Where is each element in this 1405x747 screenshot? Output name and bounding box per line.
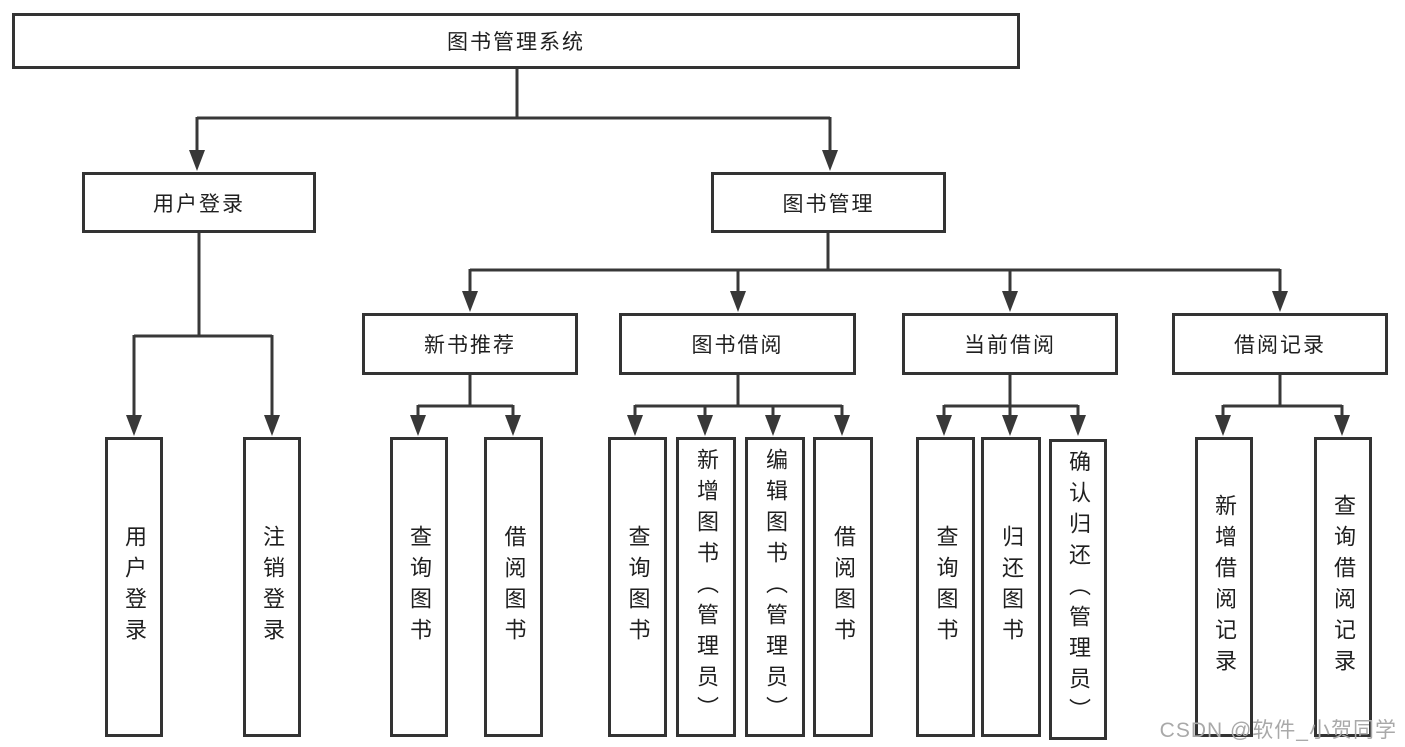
node-label: 查询图书 <box>625 525 651 649</box>
node-library-management-system: 图书管理系统 <box>12 13 1020 69</box>
node-label: 编辑图书（管理员） <box>763 447 788 727</box>
leaf-add-borrow-record: 新增借阅记录 <box>1195 437 1253 737</box>
node-label: 图书管理 <box>782 192 875 216</box>
node-label: 图书借阅 <box>691 334 784 357</box>
node-label: 借阅图书 <box>831 525 856 649</box>
leaf-return-book: 归还图书 <box>981 437 1041 737</box>
node-label: 用户登录 <box>153 192 245 216</box>
node-label: 查询借阅记录 <box>1331 494 1356 680</box>
leaf-borrow-books-recommend: 借阅图书 <box>484 437 543 737</box>
leaf-borrow-books-borrowing: 借阅图书 <box>813 437 873 737</box>
node-user-login: 用户登录 <box>82 172 316 233</box>
node-label: 新增借阅记录 <box>1212 494 1237 680</box>
arrow-down-icons <box>126 150 1350 436</box>
node-label: 注销登录 <box>260 525 285 649</box>
leaf-query-books-recommend: 查询图书 <box>390 437 448 737</box>
node-label: 借阅图书 <box>501 525 527 649</box>
leaf-user-login: 用户登录 <box>105 437 163 737</box>
node-label: 查询图书 <box>407 525 432 649</box>
node-label: 归还图书 <box>999 525 1024 649</box>
node-borrowing-records: 借阅记录 <box>1172 313 1388 375</box>
node-label: 确认归还（管理员） <box>1066 450 1091 729</box>
leaf-query-borrow-record: 查询借阅记录 <box>1314 437 1372 737</box>
leaf-add-book-admin: 新增图书（管理员） <box>676 437 736 737</box>
node-label: 当前借阅 <box>964 334 1056 357</box>
watermark-text: CSDN @软件_小贺同学 <box>1159 719 1397 742</box>
node-label: 借阅记录 <box>1234 334 1326 357</box>
leaf-logout: 注销登录 <box>243 437 301 737</box>
leaf-edit-book-admin: 编辑图书（管理员） <box>745 437 805 737</box>
connector-lines <box>132 69 1344 416</box>
leaf-query-books-current: 查询图书 <box>916 437 975 737</box>
leaf-query-books-borrowing: 查询图书 <box>608 437 667 737</box>
node-book-borrowing: 图书借阅 <box>619 313 856 375</box>
node-book-management: 图书管理 <box>711 172 946 233</box>
node-current-borrowing: 当前借阅 <box>902 313 1118 375</box>
node-label: 新增图书（管理员） <box>694 447 719 727</box>
node-label: 新书推荐 <box>424 334 516 357</box>
node-label: 用户登录 <box>122 525 147 649</box>
node-new-book-recommendation: 新书推荐 <box>362 313 578 375</box>
node-label: 图书管理系统 <box>447 31 585 54</box>
leaf-confirm-return-admin: 确认归还（管理员） <box>1049 439 1107 740</box>
node-label: 查询图书 <box>933 525 959 649</box>
